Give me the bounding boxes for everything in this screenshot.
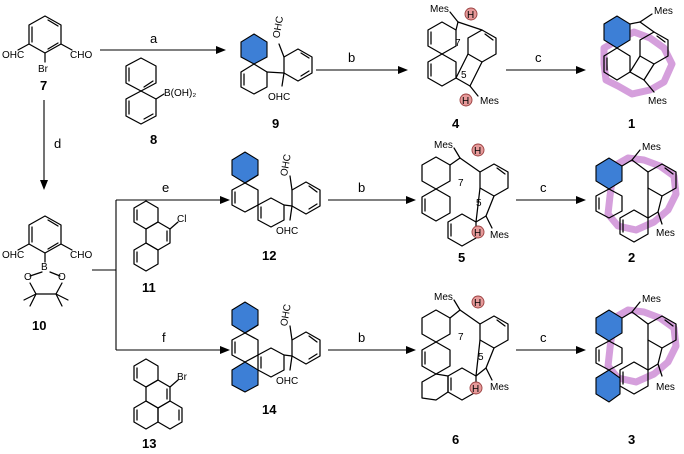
aldehyde-label: CHO [70, 250, 92, 261]
chloro-label: Cl [177, 214, 186, 225]
compound-7-structure: OHC CHO Br [2, 15, 92, 75]
compound-12-label: 12 [262, 248, 276, 263]
bromo-label: Br [177, 372, 188, 383]
compound-4-structure: H H Mes Mes 7 5 [427, 4, 499, 107]
aldehyde-label: OHC [2, 250, 24, 261]
compound-14-label: 14 [262, 402, 277, 417]
compound-12-structure: OHC OHC [231, 151, 321, 237]
arrow-b-row-1: b [316, 50, 408, 74]
aldehyde-label: OHC [279, 303, 294, 327]
mesityl-label: Mes [642, 142, 661, 153]
compound-11-label: 11 [142, 280, 156, 295]
compound-3-label: 3 [628, 432, 635, 447]
oxygen-label: O [24, 272, 32, 283]
hydrogen-label: H [474, 228, 481, 239]
hydrogen-label: H [472, 384, 479, 395]
compound-6-label: 6 [452, 432, 459, 447]
step-e-label: e [162, 180, 169, 195]
aldehyde-label: OHC [268, 92, 290, 103]
compound-2-structure: Mes Mes [595, 142, 680, 243]
compound-5-structure: H H Mes Mes 7 5 [421, 140, 509, 247]
branch-connector: e f [92, 180, 230, 354]
compound-3-structure: Mes Mes [595, 294, 680, 403]
compound-8-label: 8 [150, 132, 157, 147]
step-d-label: d [54, 136, 61, 151]
ring-size-5: 5 [476, 198, 482, 209]
aldehyde-label: OHC [2, 50, 24, 61]
ring-size-5: 5 [461, 70, 467, 81]
ring-size-7: 7 [458, 178, 464, 189]
arrow-b-row-2: b [328, 180, 416, 204]
compound-2-label: 2 [628, 250, 635, 265]
compound-11-structure: Cl [133, 200, 186, 272]
boronic-acid-label: B(OH)₂ [164, 88, 196, 99]
mesityl-label: Mes [434, 140, 453, 151]
arrow-c-row-2: c [516, 180, 586, 204]
step-c-label: c [535, 50, 542, 65]
ring-size-7: 7 [458, 332, 464, 343]
compound-9-label: 9 [272, 116, 279, 131]
boron-label: B [41, 262, 48, 273]
compound-13-structure: Br [133, 358, 188, 430]
aldehyde-label: CHO [70, 50, 92, 61]
compound-8-structure: B(OH)₂ [125, 57, 196, 125]
aldehyde-label: OHC [279, 153, 294, 177]
compound-14-structure: OHC OHC [231, 301, 321, 393]
compound-5-label: 5 [458, 250, 465, 265]
mesityl-label: Mes [430, 4, 449, 15]
compound-10-label: 10 [32, 318, 46, 333]
step-f-label: f [162, 330, 166, 345]
mesityl-label: Mes [654, 6, 673, 17]
oxygen-label: O [58, 272, 66, 283]
arrow-c-row-3: c [516, 330, 586, 354]
hydrogen-label: H [474, 146, 481, 157]
hydrogen-label: H [474, 298, 481, 309]
ring-size-5: 5 [478, 352, 484, 363]
compound-1-structure: Mes Mes [600, 6, 676, 107]
step-b-label: b [358, 330, 365, 345]
mesityl-label: Mes [648, 96, 667, 107]
aldehyde-label: OHC [276, 376, 298, 387]
arrow-b-row-3: b [328, 330, 416, 354]
hydrogen-label: H [462, 96, 469, 107]
compound-10-structure: OHC CHO B O O [2, 215, 92, 307]
arrow-a: a [100, 31, 226, 54]
mesityl-label: Mes [490, 230, 509, 241]
step-c-label: c [540, 180, 547, 195]
arrow-d: d [40, 100, 61, 190]
compound-7-label: 7 [40, 78, 47, 93]
ring-size-7: 7 [455, 38, 461, 49]
step-c-label: c [540, 330, 547, 345]
step-b-label: b [358, 180, 365, 195]
mesityl-label: Mes [656, 228, 675, 239]
step-b-label: b [348, 50, 355, 65]
compound-9-structure: OHC OHC [240, 15, 313, 103]
mesityl-label: Mes [490, 382, 509, 393]
aldehyde-label: OHC [276, 226, 298, 237]
arrow-c-row-1: c [506, 50, 586, 74]
bromo-label: Br [38, 64, 49, 75]
step-a-label: a [150, 31, 158, 46]
mesityl-label: Mes [434, 292, 453, 303]
hydrogen-label: H [467, 10, 474, 21]
mesityl-label: Mes [642, 294, 661, 305]
aldehyde-label: OHC [271, 15, 286, 39]
compound-6-structure: H H Mes Mes 7 5 [421, 292, 509, 401]
compound-13-label: 13 [142, 436, 156, 451]
mesityl-label: Mes [656, 382, 675, 393]
compound-1-label: 1 [628, 116, 635, 131]
mesityl-label: Mes [480, 96, 499, 107]
compound-4-label: 4 [452, 116, 460, 131]
